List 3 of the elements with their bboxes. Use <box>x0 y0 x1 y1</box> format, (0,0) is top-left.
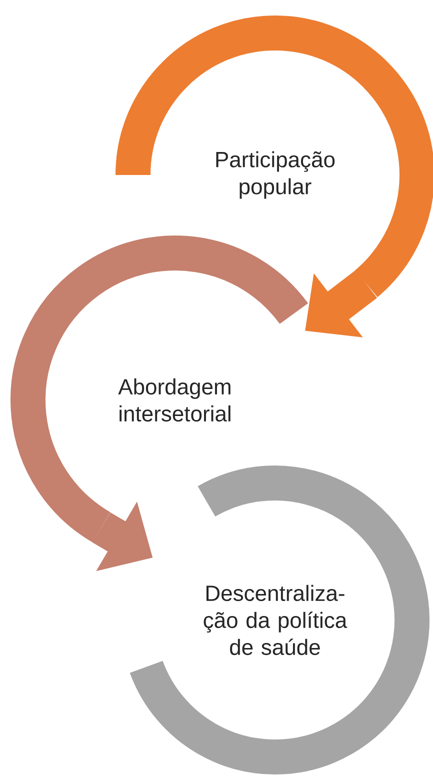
ring-band: Participação popular <box>116 16 433 297</box>
ring-band: Abordagem intersetorial <box>10 236 308 542</box>
ring-band: Descentraliza-ção da política de saúde <box>130 466 430 774</box>
